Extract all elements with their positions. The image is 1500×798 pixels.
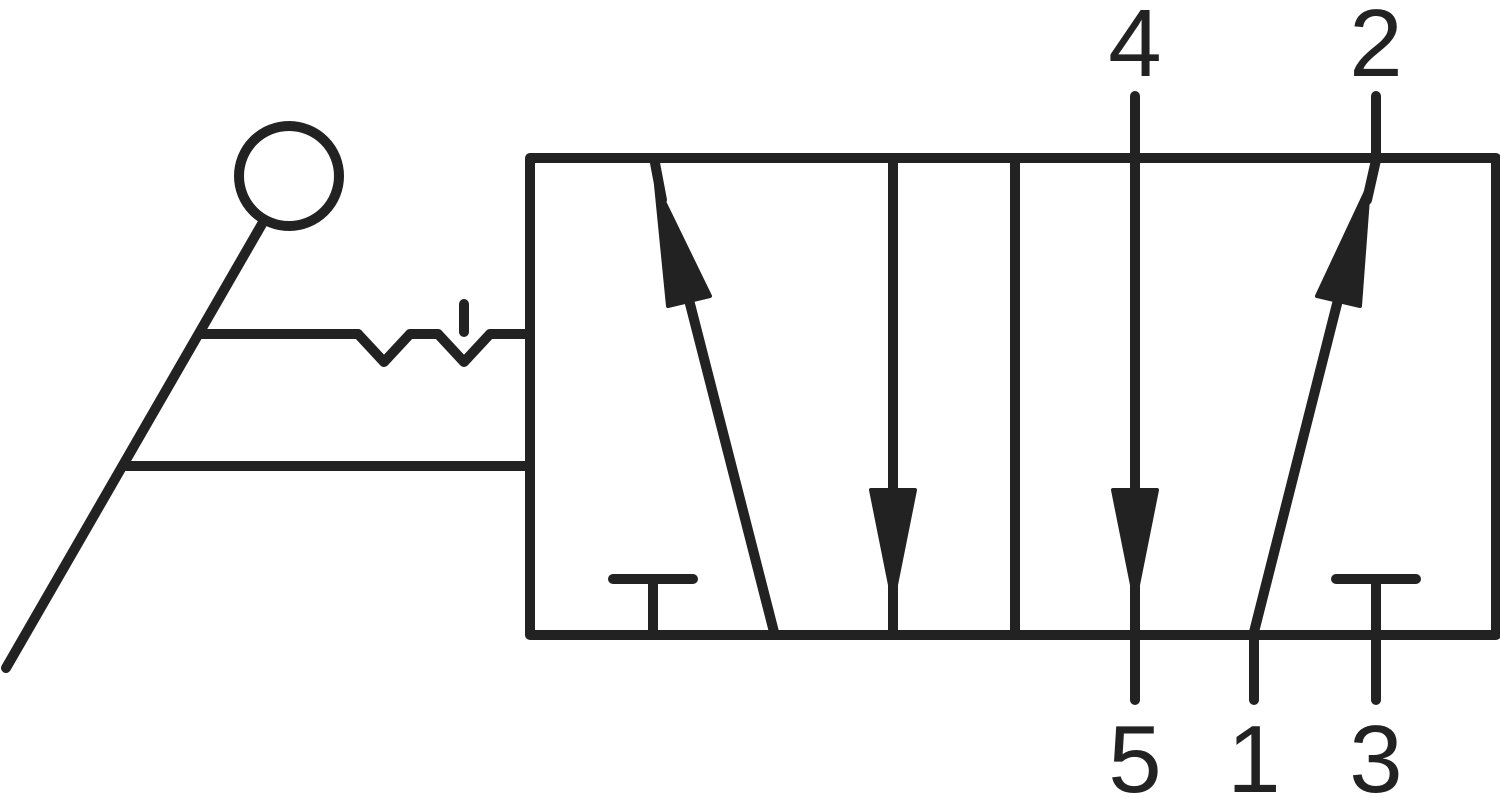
detent-symbol xyxy=(353,299,535,367)
arrowhead-left-down-icon xyxy=(869,488,917,602)
arrowhead-right-up-icon xyxy=(1315,183,1371,308)
port-label-3: 3 xyxy=(1349,706,1402,798)
port-label-4: 4 xyxy=(1108,0,1161,97)
flow-path-left-diagonal xyxy=(683,291,779,637)
flow-path-right-diagonal xyxy=(1249,291,1344,637)
detent-notch xyxy=(353,329,535,367)
lever-arm xyxy=(1,219,267,673)
lever-knob xyxy=(234,121,344,231)
port-label-2: 2 xyxy=(1349,0,1402,97)
port-label-1: 1 xyxy=(1227,706,1280,798)
arrowhead-right-down-icon xyxy=(1111,488,1159,602)
port-label-5: 5 xyxy=(1108,706,1161,798)
lever-actuator xyxy=(1,121,535,673)
arrowhead-left-up-icon xyxy=(654,183,712,308)
